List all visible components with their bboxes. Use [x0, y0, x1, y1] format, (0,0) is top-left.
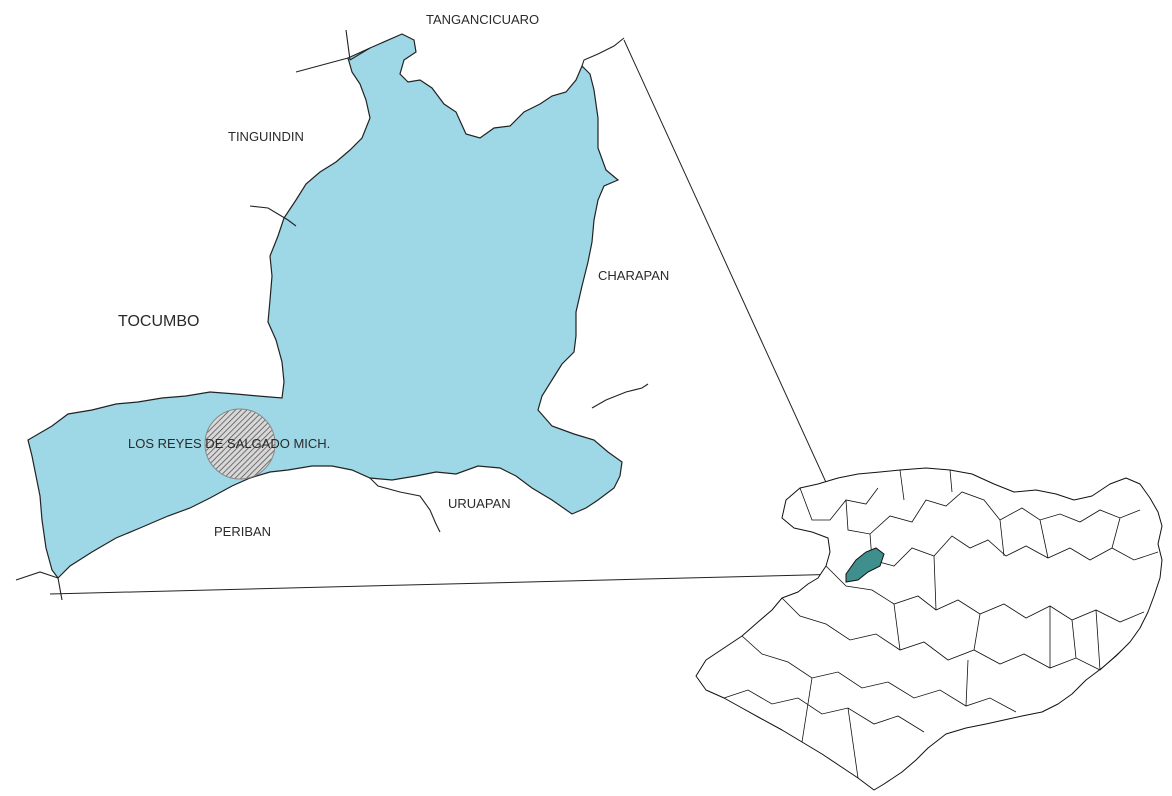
- boundary-line-north-east: [581, 37, 625, 67]
- label-tocumbo: TOCUMBO: [118, 313, 199, 330]
- boundary-line-northwest-spur: [249, 205, 297, 227]
- label-tinguindin: TINGUINDIN: [228, 129, 304, 144]
- municipal-borders: [723, 469, 1159, 779]
- municipality-area: [27, 33, 623, 579]
- boundary-line-west: [15, 571, 63, 601]
- town-marker: [204, 408, 276, 480]
- state-outline: [695, 467, 1163, 791]
- state-inset: [695, 467, 1163, 791]
- boundary-line-north-west: [295, 29, 371, 73]
- boundary-line-uruapan: [369, 477, 441, 533]
- connector-line-top: [623, 39, 857, 549]
- boundary-line-east-spur: [591, 383, 649, 409]
- connector-line-bottom: [49, 573, 847, 595]
- label-periban: PERIBAN: [214, 524, 271, 539]
- label-charapan: CHARAPAN: [598, 268, 669, 283]
- label-uruapan: URUAPAN: [448, 496, 511, 511]
- label-tangancicuaro: TANGANCICUARO: [426, 12, 539, 27]
- label-town: LOS REYES DE SALGADO MICH.: [128, 436, 330, 451]
- state-highlight-municipality: [845, 547, 885, 583]
